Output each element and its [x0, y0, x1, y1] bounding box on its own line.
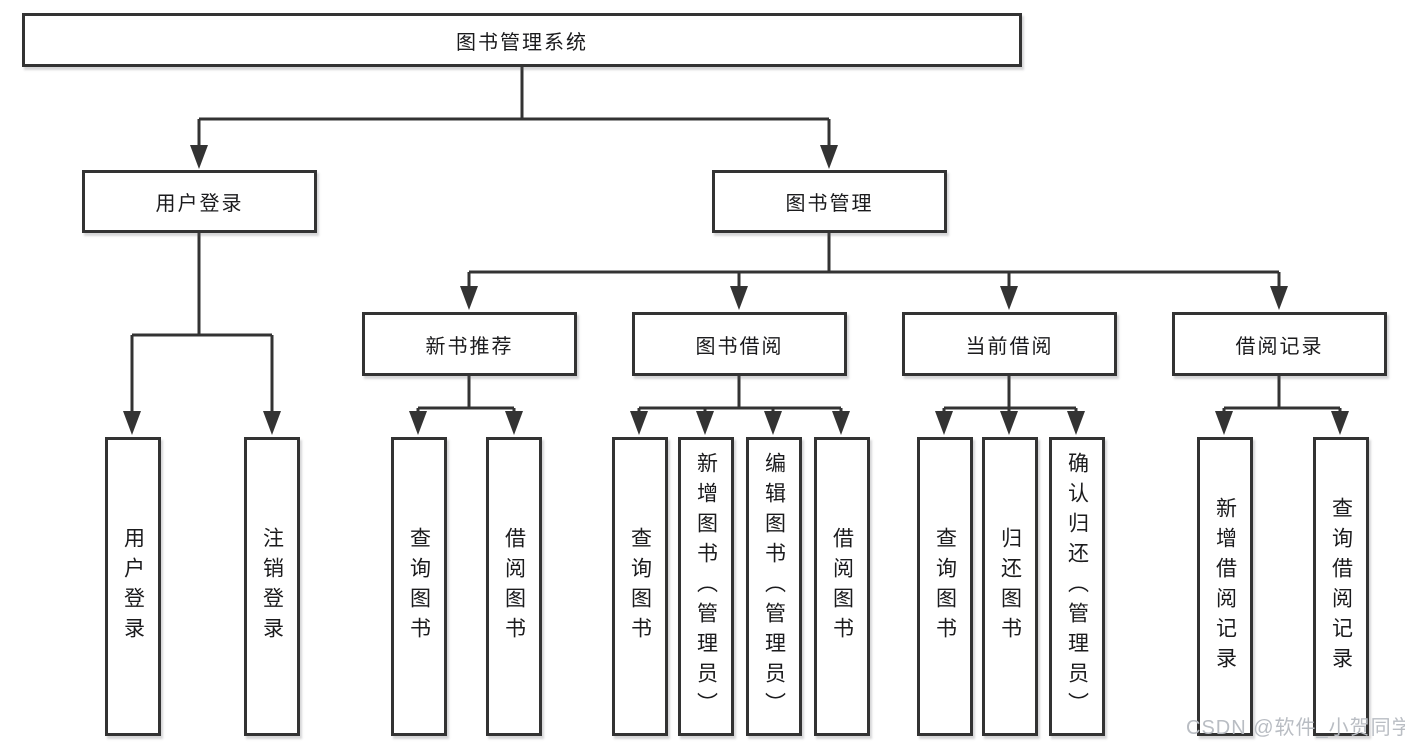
arrowhead-icon	[764, 411, 782, 435]
arrowhead-icon	[1000, 411, 1018, 435]
arrowhead-icon	[935, 411, 953, 435]
connector-book-management-to-level3	[467, 233, 1281, 287]
node-label: 新增借阅记录	[1213, 496, 1237, 677]
arrowhead-icon	[505, 411, 523, 435]
arrowhead-icon	[820, 145, 838, 169]
leaf-user-login: 用户登录	[105, 437, 161, 736]
leaf-query-books-borrow: 查询图书	[612, 437, 668, 736]
leaf-confirm-return-admin: 确认归还（管理员）	[1049, 437, 1105, 736]
connector-new-book-children	[416, 376, 516, 414]
leaf-edit-book-admin: 编辑图书（管理员）	[746, 437, 802, 736]
arrowhead-icon	[696, 411, 714, 435]
leaf-borrow-books-recommend: 借阅图书	[486, 437, 542, 736]
connector-root-to-level2	[197, 67, 831, 148]
arrowhead-icon	[1331, 411, 1349, 435]
leaf-query-borrow-record: 查询借阅记录	[1313, 437, 1369, 736]
leaf-add-borrow-record: 新增借阅记录	[1197, 437, 1253, 736]
node-book-borrowing: 图书借阅	[632, 312, 847, 376]
node-label: 注销登录	[260, 526, 284, 647]
node-label: 借阅图书	[830, 526, 854, 647]
node-label: 图书管理	[785, 193, 874, 215]
node-label: 编辑图书（管理员）	[762, 451, 786, 722]
leaf-add-book-admin: 新增图书（管理员）	[678, 437, 734, 736]
arrowhead-icon	[123, 411, 141, 435]
leaf-logout: 注销登录	[244, 437, 300, 736]
arrowhead-icon	[1067, 411, 1085, 435]
node-borrowing-records: 借阅记录	[1172, 312, 1387, 376]
node-label: 用户登录	[121, 526, 145, 647]
node-new-book-recommendation: 新书推荐	[362, 312, 577, 376]
connector-borrow-record-children	[1222, 376, 1342, 414]
node-label: 用户登录	[155, 193, 244, 215]
node-book-management: 图书管理	[712, 170, 947, 233]
arrowhead-icon	[263, 411, 281, 435]
leaf-query-books-recommend: 查询图书	[391, 437, 447, 736]
arrowhead-icon	[460, 286, 478, 310]
node-label: 新书推荐	[425, 335, 514, 358]
arrowhead-icon	[630, 411, 648, 435]
connector-current-borrow-children	[942, 376, 1078, 414]
connector-book-borrow-children	[637, 376, 843, 414]
node-label: 图书借阅	[695, 335, 784, 358]
node-label: 归还图书	[998, 526, 1022, 647]
node-root: 图书管理系统	[22, 13, 1022, 67]
node-label: 借阅图书	[502, 526, 526, 647]
arrowhead-icon	[409, 411, 427, 435]
leaf-return-books: 归还图书	[982, 437, 1038, 736]
csdn-watermark: CSDN @软件_小贺同学	[1186, 717, 1405, 739]
node-label: 查询图书	[933, 526, 957, 647]
node-current-borrowing: 当前借阅	[902, 312, 1117, 376]
arrowhead-icon	[1270, 286, 1288, 310]
node-label: 确认归还（管理员）	[1065, 451, 1089, 722]
node-label: 当前借阅	[965, 335, 1054, 358]
node-label: 查询图书	[407, 526, 431, 647]
node-label: 新增图书（管理员）	[694, 451, 718, 722]
connector-user-login-children	[130, 233, 274, 414]
node-label: 查询借阅记录	[1329, 496, 1353, 677]
leaf-query-books-current: 查询图书	[917, 437, 973, 736]
arrowhead-icon	[730, 286, 748, 310]
node-label: 图书管理系统	[456, 31, 588, 54]
arrowhead-icon	[1000, 286, 1018, 310]
arrowhead-icon	[832, 411, 850, 435]
node-user-login: 用户登录	[82, 170, 317, 233]
node-label: 查询图书	[628, 526, 652, 647]
arrowhead-icon	[1215, 411, 1233, 435]
arrowhead-icon	[190, 145, 208, 169]
node-label: 借阅记录	[1235, 335, 1324, 358]
leaf-borrow-books: 借阅图书	[814, 437, 870, 736]
